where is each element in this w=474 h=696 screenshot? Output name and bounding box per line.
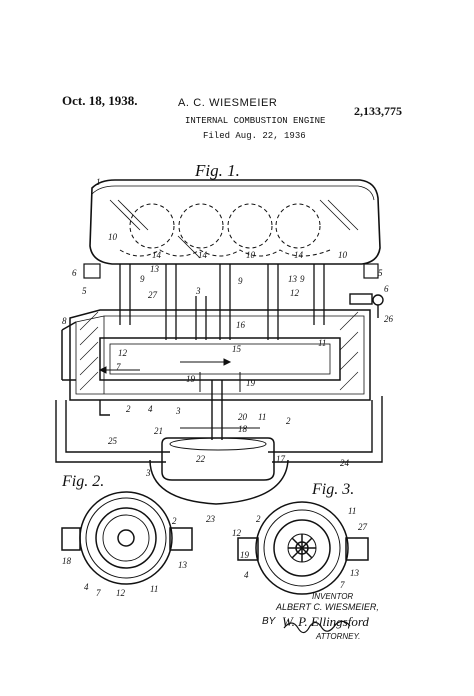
ref-10: 10 [108, 232, 118, 242]
cylinder-outlines [119, 203, 331, 257]
ref-20: 20 [238, 412, 248, 422]
ref-1: 1 [96, 177, 101, 187]
ref-21: 21 [154, 426, 163, 436]
ref-27: 27 [358, 522, 368, 532]
ref-18: 18 [62, 556, 72, 566]
ref-6: 6 [384, 284, 389, 294]
ref-11: 11 [258, 412, 266, 422]
ref-12: 12 [290, 288, 300, 298]
ref-11: 11 [150, 584, 158, 594]
ref-25: 25 [108, 436, 118, 446]
ref-15: 15 [232, 344, 242, 354]
ref-24: 24 [340, 458, 350, 468]
ref-4: 4 [244, 570, 249, 580]
attorney-label: ATTORNEY. [316, 632, 361, 641]
ref-17: 17 [276, 454, 286, 464]
ref-26: 26 [384, 314, 394, 324]
ref-19: 19 [240, 550, 250, 560]
ref-2: 2 [256, 514, 261, 524]
ref-18: 18 [238, 424, 248, 434]
inventor-name-header: A. C. WIESMEIER [178, 97, 278, 109]
ref-5: 5 [82, 286, 87, 296]
ref-6: 6 [72, 268, 77, 278]
ref-11: 11 [348, 506, 356, 516]
ref-22: 22 [196, 454, 206, 464]
ref-4: 4 [84, 582, 89, 592]
ref-10: 10 [246, 250, 256, 260]
ref-7: 7 [340, 580, 345, 590]
fuel-bowl [149, 437, 289, 505]
ref-11: 11 [318, 338, 326, 348]
ref-12: 12 [118, 348, 128, 358]
ref-13: 13 [150, 264, 160, 274]
ref-14: 14 [152, 250, 162, 260]
ref-3: 3 [145, 468, 151, 478]
patent-number: 2,133,775 [354, 104, 402, 118]
ref-7: 7 [96, 588, 101, 598]
manifold-body [61, 309, 371, 401]
ref-4: 4 [148, 404, 153, 414]
patent-title: INTERNAL COMBUSTION ENGINE [185, 116, 326, 126]
fig1-label: Fig. 1. [194, 161, 240, 180]
ref-19: 19 [246, 378, 256, 388]
ref-9: 9 [140, 274, 145, 284]
inventor-full-name: ALBERT C. WIESMEIER, [276, 602, 379, 612]
ref-9: 9 [300, 274, 305, 284]
reference-numerals: 1 10 10 14 14 10 14 6 5 5 6 26 9 13 27 3… [62, 177, 394, 598]
ref-13: 13 [288, 274, 298, 284]
section-hatching [79, 311, 359, 391]
ref-27: 27 [148, 290, 158, 300]
fig2-cross-section [61, 491, 193, 585]
ref-3: 3 [175, 406, 181, 416]
ref-2: 2 [172, 516, 177, 526]
valve-26 [349, 293, 384, 318]
ref-3: 3 [195, 286, 201, 296]
ref-7: 7 [116, 362, 121, 372]
filed-date: Filed Aug. 22, 1936 [203, 131, 306, 141]
ref-8: 8 [62, 316, 67, 326]
ref-16: 16 [236, 320, 246, 330]
ref-2: 2 [126, 404, 131, 414]
radiator-tank [89, 179, 381, 265]
flow-arrows [98, 358, 241, 392]
ref-14: 14 [294, 250, 304, 260]
ref-12: 12 [116, 588, 126, 598]
ref-13: 13 [350, 568, 360, 578]
ref-19: 19 [186, 374, 196, 384]
attorney-signature: W. P. Ellingsford [282, 614, 369, 629]
lower-jacket [55, 396, 383, 463]
fig3-label: Fig. 3. [311, 481, 354, 498]
ref-5: 5 [378, 268, 383, 278]
ref-2: 2 [286, 416, 291, 426]
patent-date: Oct. 18, 1938. [62, 93, 138, 108]
ref-13: 13 [178, 560, 188, 570]
ref-14: 14 [198, 250, 208, 260]
attorney-signature-flourish [283, 620, 351, 634]
by-label: BY [262, 616, 276, 627]
ref-10: 10 [338, 250, 348, 260]
ref-23: 23 [206, 514, 216, 524]
fig2-label: Fig. 2. [61, 473, 104, 490]
ref-9: 9 [238, 276, 243, 286]
ref-12: 12 [232, 528, 242, 538]
vertical-tubes [119, 264, 325, 340]
inventor-label: INVENTOR [312, 592, 354, 601]
fig3-cross-section [237, 501, 369, 595]
